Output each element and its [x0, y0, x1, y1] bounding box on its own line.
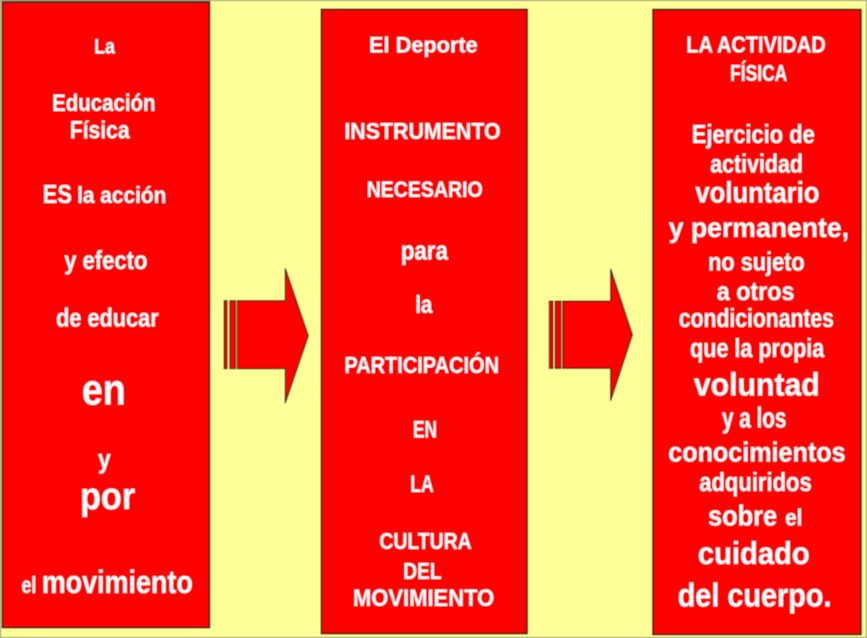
svg-text:el: el: [22, 572, 37, 598]
svg-text:La: La: [94, 34, 116, 58]
svg-text:NECESARIO: NECESARIO: [367, 177, 483, 202]
svg-text:adquiridos: adquiridos: [699, 469, 812, 497]
svg-text:INSTRUMENTO: INSTRUMENTO: [344, 118, 500, 144]
svg-text:FÍSICA: FÍSICA: [730, 60, 787, 86]
svg-text:y efecto: y efecto: [64, 245, 147, 275]
svg-text:PARTICIPACIÓN: PARTICIPACIÓN: [344, 351, 499, 378]
svg-text:CULTURA: CULTURA: [379, 528, 471, 554]
svg-text:voluntad: voluntad: [694, 367, 820, 403]
svg-text:Educación: Educación: [52, 90, 155, 117]
svg-text:en: en: [82, 365, 126, 414]
svg-text:movimiento: movimiento: [42, 564, 193, 600]
svg-text:del cuerpo.: del cuerpo.: [678, 576, 832, 613]
svg-text:actividad: actividad: [710, 149, 803, 179]
svg-text:Ejercicio de: Ejercicio de: [692, 119, 815, 149]
svg-text:sobre: sobre: [708, 501, 777, 533]
svg-text:condicionantes: condicionantes: [679, 305, 834, 333]
svg-text:LA: LA: [410, 471, 434, 498]
svg-text:El Deporte: El Deporte: [369, 33, 478, 58]
svg-text:y a los: y a los: [722, 403, 787, 435]
svg-text:LA ACTIVIDAD: LA ACTIVIDAD: [686, 31, 825, 57]
svg-text:que la propia: que la propia: [690, 333, 824, 363]
svg-text:de educar: de educar: [56, 305, 159, 333]
svg-text:MOVIMIENTO: MOVIMIENTO: [353, 585, 494, 612]
svg-text:a otros: a otros: [717, 276, 795, 306]
svg-text:para: para: [401, 236, 449, 266]
svg-text:el: el: [785, 505, 802, 531]
svg-text:y: y: [98, 444, 111, 474]
svg-text:por: por: [80, 476, 135, 518]
svg-text:EN: EN: [413, 416, 437, 443]
svg-text:no sujeto: no sujeto: [708, 247, 805, 277]
svg-text:cuidado: cuidado: [698, 535, 810, 571]
svg-text:y permanente,: y permanente,: [669, 212, 849, 243]
svg-text:conocimientos: conocimientos: [668, 437, 845, 468]
svg-text:la acción: la acción: [77, 182, 166, 208]
svg-text:voluntario: voluntario: [695, 176, 819, 209]
svg-text:DEL: DEL: [403, 558, 441, 584]
svg-text:la: la: [415, 291, 433, 319]
svg-text:ES: ES: [43, 181, 72, 209]
svg-text:Física: Física: [70, 116, 130, 144]
